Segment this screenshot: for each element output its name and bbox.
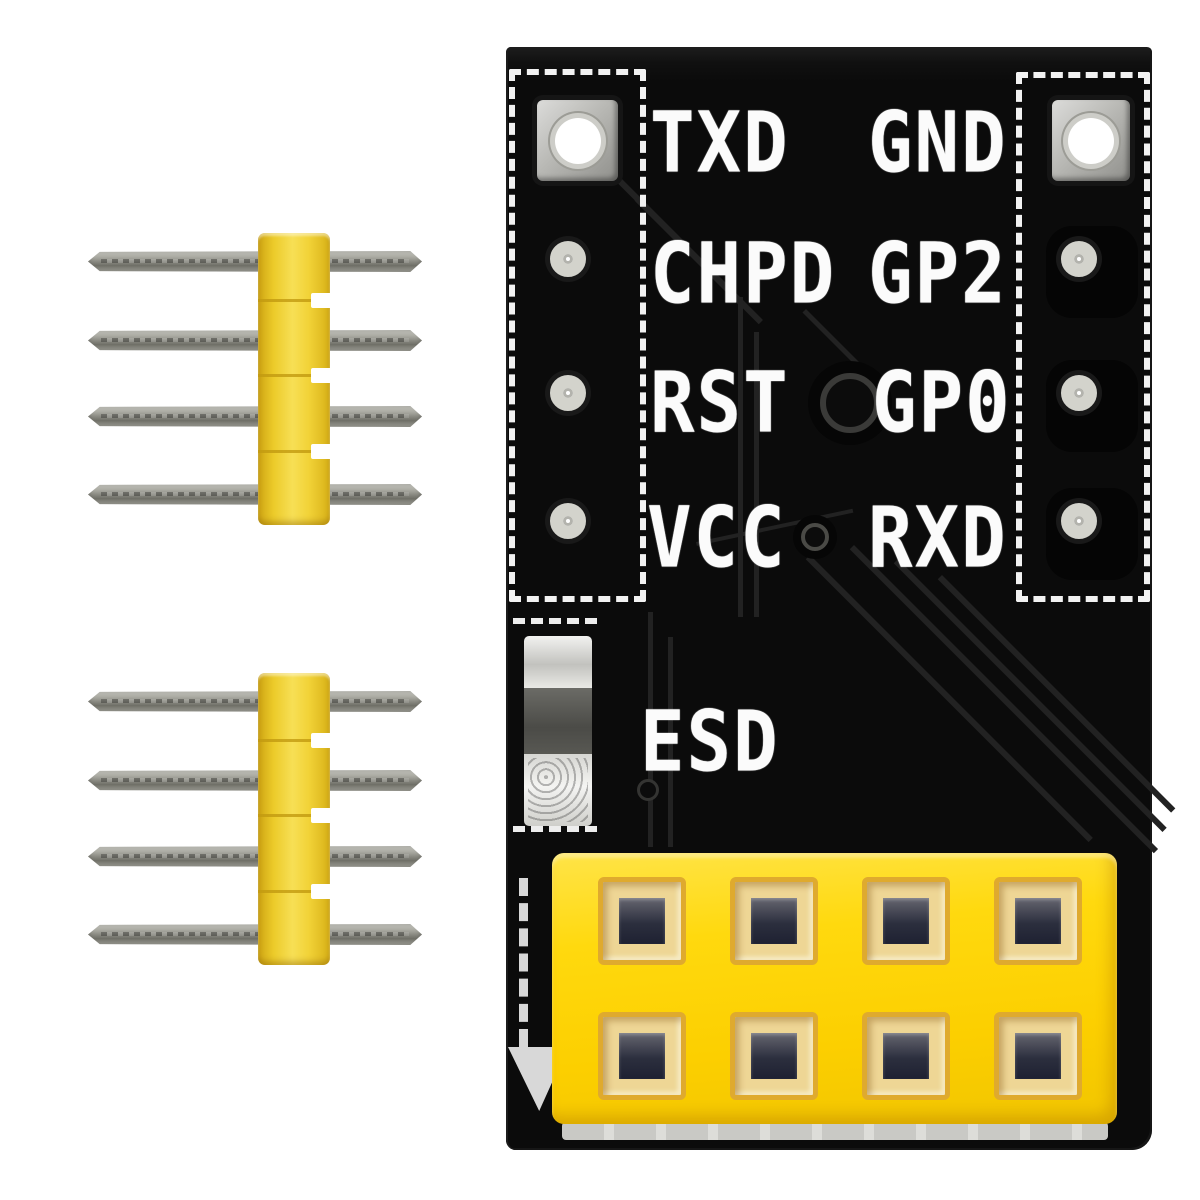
through-hole-vcc — [550, 503, 586, 539]
header-pin — [88, 770, 422, 791]
pin-label-rxd: RXD — [868, 489, 1008, 587]
socket-contact — [1015, 1033, 1061, 1079]
pin-label-txd: TXD — [650, 94, 790, 192]
header-pin — [88, 330, 422, 351]
silkscreen-outline-right — [1016, 72, 1150, 602]
pcb-trace — [738, 297, 743, 617]
through-hole-gp0 — [1061, 375, 1097, 411]
through-hole-rst — [550, 375, 586, 411]
pin-label-gnd: GND — [868, 94, 1008, 192]
esp01-socket — [552, 853, 1117, 1124]
pin-label-gp0: GP0 — [872, 354, 1012, 452]
pin-label-vcc: VCC — [647, 489, 787, 587]
via — [801, 523, 829, 551]
header-plastic — [258, 673, 333, 965]
through-hole-gp2 — [1061, 241, 1097, 277]
plastic-crease — [258, 739, 330, 742]
socket-base — [562, 1122, 1108, 1140]
socket-hole — [598, 1012, 686, 1100]
socket-contact — [619, 898, 665, 944]
socket-contact — [619, 1033, 665, 1079]
component-label-esd: ESD — [640, 693, 780, 791]
through-hole-rxd — [1061, 503, 1097, 539]
socket-contact — [883, 898, 929, 944]
via — [637, 779, 659, 801]
header-pin — [88, 691, 422, 712]
through-hole — [554, 117, 601, 164]
plastic-crease — [258, 814, 330, 817]
esd-diode — [524, 636, 592, 826]
pad-txd — [537, 100, 618, 181]
pad-halo — [1046, 226, 1138, 318]
down-arrow-icon — [519, 878, 528, 1047]
header-pin — [88, 484, 422, 505]
pcb-trace — [668, 637, 673, 847]
header-pin — [88, 924, 422, 945]
socket-hole — [862, 877, 950, 965]
esd-silkscreen-mark — [513, 826, 597, 832]
plastic-notch — [311, 444, 333, 459]
header-pin — [88, 251, 422, 272]
plastic-crease — [258, 450, 330, 453]
through-hole — [1068, 117, 1114, 164]
plastic-crease — [258, 890, 330, 893]
esd-diode-terminal — [524, 754, 592, 826]
socket-contact — [751, 898, 797, 944]
pcb-trace — [754, 332, 759, 617]
pin-header-top — [60, 233, 430, 525]
pad-halo — [1046, 360, 1138, 452]
plastic-notch — [311, 293, 333, 308]
silkscreen-outline-left — [509, 69, 646, 602]
through-hole-chpd — [550, 241, 586, 277]
esd-diode-terminal — [524, 636, 592, 688]
socket-hole — [730, 1012, 818, 1100]
socket-hole — [862, 1012, 950, 1100]
plastic-notch — [311, 733, 333, 748]
socket-hole — [730, 877, 818, 965]
plastic-notch — [311, 368, 333, 383]
header-pin — [88, 846, 422, 867]
plastic-crease — [258, 374, 330, 377]
pcb-board: TXD GND CHPD GP2 RST GP0 VCC RXD ESD — [506, 47, 1176, 1150]
pcb-trace — [648, 612, 653, 847]
plastic-notch — [311, 884, 333, 899]
pin-label-chpd: CHPD — [650, 225, 837, 323]
socket-contact — [883, 1033, 929, 1079]
esd-diode-body — [524, 688, 592, 754]
via — [820, 373, 880, 433]
esd-silkscreen-mark — [513, 618, 597, 624]
pad-gnd — [1052, 100, 1130, 181]
pin-header-bottom — [60, 673, 430, 965]
pad-halo — [1046, 488, 1138, 580]
socket-hole — [994, 877, 1082, 965]
plastic-notch — [311, 808, 333, 823]
plastic-crease — [258, 299, 330, 302]
header-plastic — [258, 233, 333, 525]
header-pin — [88, 406, 422, 427]
socket-contact — [1015, 898, 1061, 944]
pin-label-rst: RST — [650, 354, 790, 452]
socket-contact — [751, 1033, 797, 1079]
socket-hole — [994, 1012, 1082, 1100]
pin-label-gp2: GP2 — [868, 225, 1008, 323]
pcb-trace — [937, 575, 1176, 813]
socket-hole — [598, 877, 686, 965]
